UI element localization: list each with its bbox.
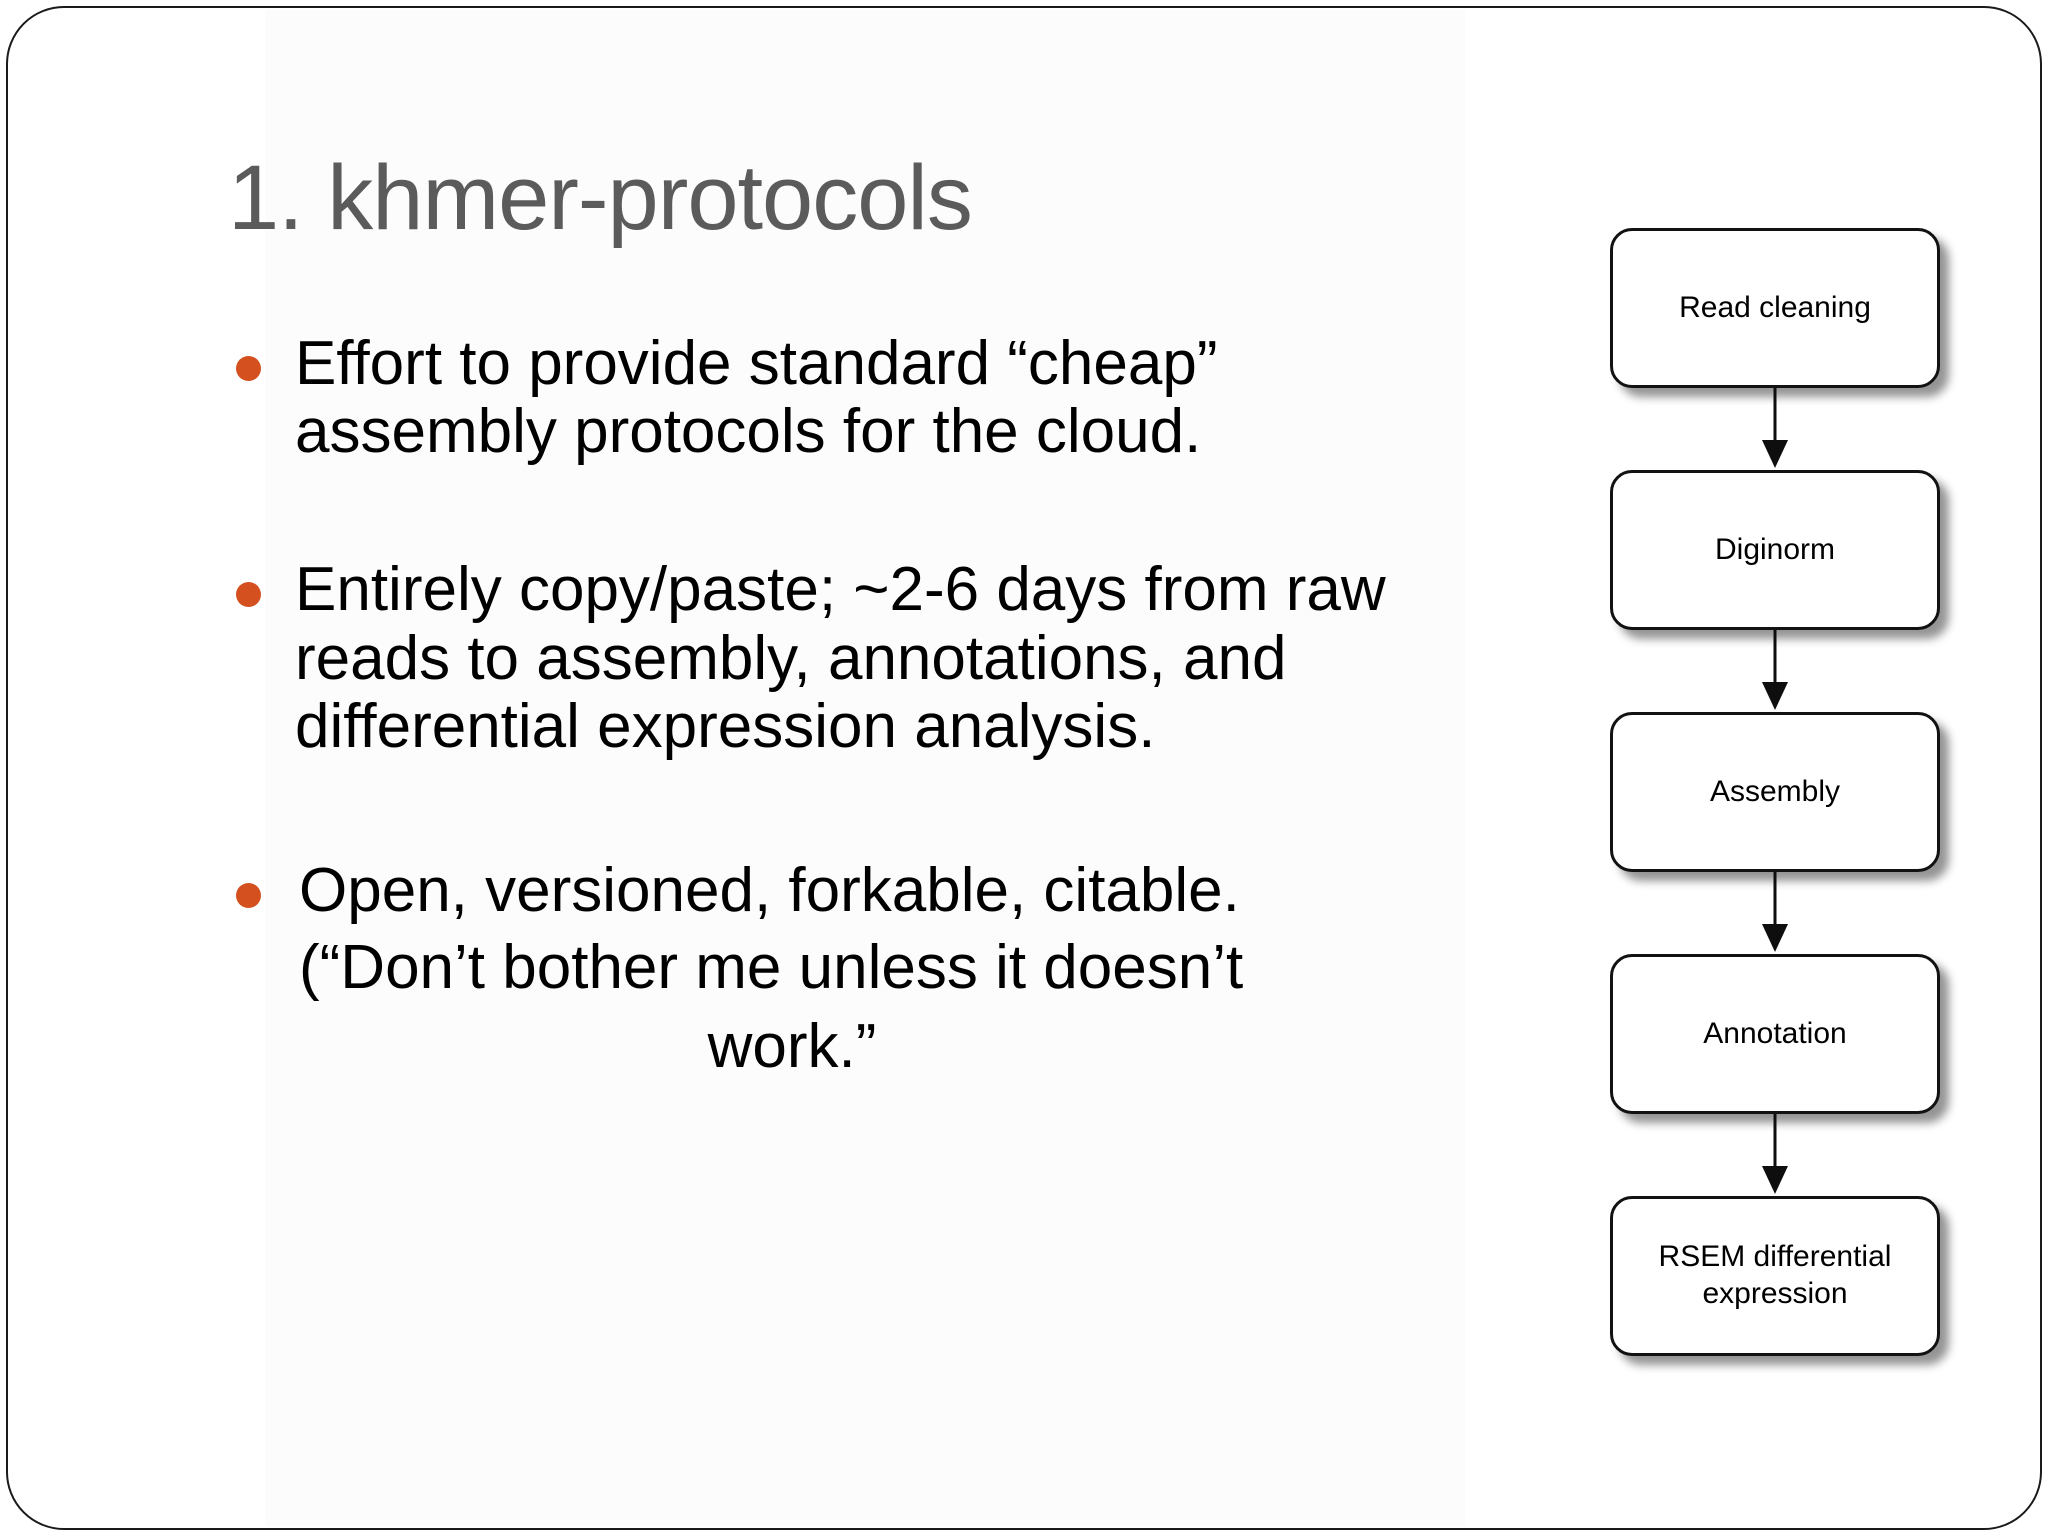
arrow-down-icon [1610, 630, 1940, 712]
arrow-head [1762, 440, 1788, 468]
flow-node-label: Assembly [1709, 774, 1841, 808]
quote-line-2-text: work.” [707, 1011, 877, 1081]
flow-node-read-cleaning[interactable]: Read cleaning [1610, 228, 1940, 388]
flow-node-label: RSEM differential expression [1658, 1240, 1892, 1310]
arrow-down-icon [1610, 872, 1940, 954]
arrow-head [1762, 1166, 1788, 1194]
list-item: Entirely copy/paste; ~2-6 days from raw … [215, 556, 1465, 761]
quote-line-2: work.” [215, 1012, 1465, 1083]
arrow-down-icon [1610, 1114, 1940, 1196]
list-item: Open, versioned, forkable, citable. [215, 855, 1465, 925]
arrow-down-icon [1610, 388, 1940, 470]
arrow-head [1762, 682, 1788, 710]
arrow-shaft [1773, 872, 1777, 930]
flow-node-label: Annotation [1703, 1016, 1847, 1050]
bullet-dot-icon [236, 356, 261, 381]
list-item: Effort to provide standard “cheap” assem… [215, 329, 1465, 467]
flow-node-annotation[interactable]: Annotation [1610, 954, 1940, 1114]
flow-node-label: Read cleaning [1679, 290, 1871, 324]
bullet-dot-icon [236, 582, 261, 608]
pipeline-flowchart: Read cleaning Diginorm Assembly Annotati… [1610, 228, 1950, 1356]
quote-line-1: (“Don’t bother me unless it doesn’t [299, 933, 1244, 1003]
bullet-text: Open, versioned, forkable, citable. [299, 855, 1240, 925]
arrow-shaft [1773, 630, 1777, 688]
page-title: 1. khmer-protocols [228, 147, 973, 249]
arrow-head [1762, 924, 1788, 952]
bullet-text: Effort to provide standard “cheap” assem… [295, 329, 1218, 467]
bullet-list: Effort to provide standard “cheap” assem… [215, 329, 1465, 1083]
bullet-text: Entirely copy/paste; ~2-6 days from raw … [295, 555, 1386, 761]
flow-node-diginorm[interactable]: Diginorm [1610, 470, 1940, 630]
flow-node-assembly[interactable]: Assembly [1610, 712, 1940, 872]
flow-node-label: Diginorm [1714, 532, 1836, 566]
arrow-shaft [1773, 1114, 1777, 1172]
arrow-shaft [1773, 388, 1777, 446]
bullet-dot-icon [236, 882, 261, 908]
flow-node-rsem-differential-expression[interactable]: RSEM differential expression [1610, 1196, 1940, 1356]
